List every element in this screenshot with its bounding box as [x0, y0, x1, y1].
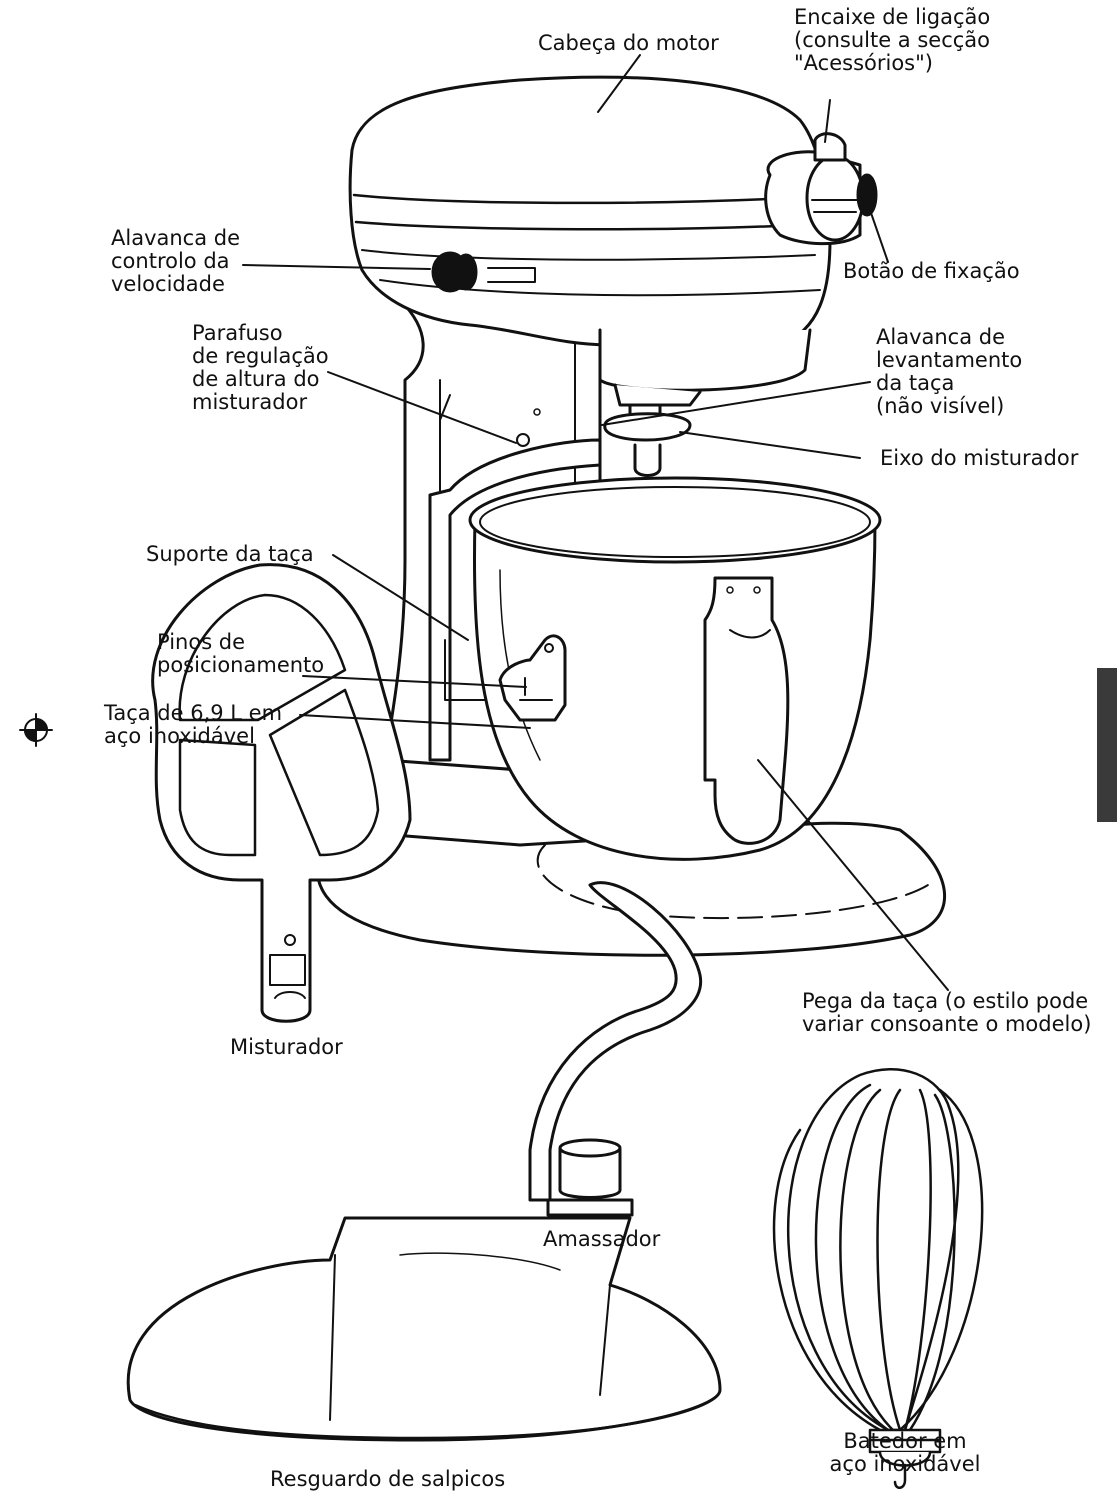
wire-whisk	[772, 1067, 984, 1489]
leader-lines	[242, 54, 949, 991]
bowl-handle	[703, 576, 790, 845]
label-beater-shaft: Eixo do misturador	[880, 446, 1079, 470]
label-bowl-support: Suporte da taça	[146, 542, 314, 566]
attachment-hub	[764, 132, 878, 246]
label-bowl-handle: Pega da taça (o estilo pode variar conso…	[802, 989, 1092, 1036]
label-dough-hook: Amassador	[543, 1227, 661, 1251]
pouring-shield	[126, 1216, 722, 1442]
label-bowl: Taça de 6,9 L em aço inoxidável	[104, 701, 283, 748]
label-speed-lever: Alavanca de controlo da velocidade	[111, 226, 241, 296]
label-pouring-shield: Resguardo de salpicos	[270, 1467, 506, 1491]
label-motor-head: Cabeça do motor	[538, 31, 719, 55]
label-bowl-lift: Alavanca de levantamento da taça (não vi…	[876, 325, 1023, 418]
label-flat-beater: Misturador	[230, 1035, 343, 1059]
dough-hook	[528, 881, 703, 1217]
crosshair-target-icon	[19, 713, 53, 747]
label-whisk: Batedor em aço inoxidável	[829, 1429, 981, 1476]
speed-control-knob	[431, 251, 478, 293]
label-fixing-knob: Botão de fixação	[843, 259, 1020, 283]
label-height-screw: Parafuso de regulação de altura do mistu…	[192, 321, 329, 414]
side-section-tab	[1097, 668, 1117, 822]
label-attachment-hub: Encaixe de ligação (consulte a secção "A…	[794, 5, 991, 75]
label-locating-pins: Pinos de posicionamento	[157, 630, 325, 677]
